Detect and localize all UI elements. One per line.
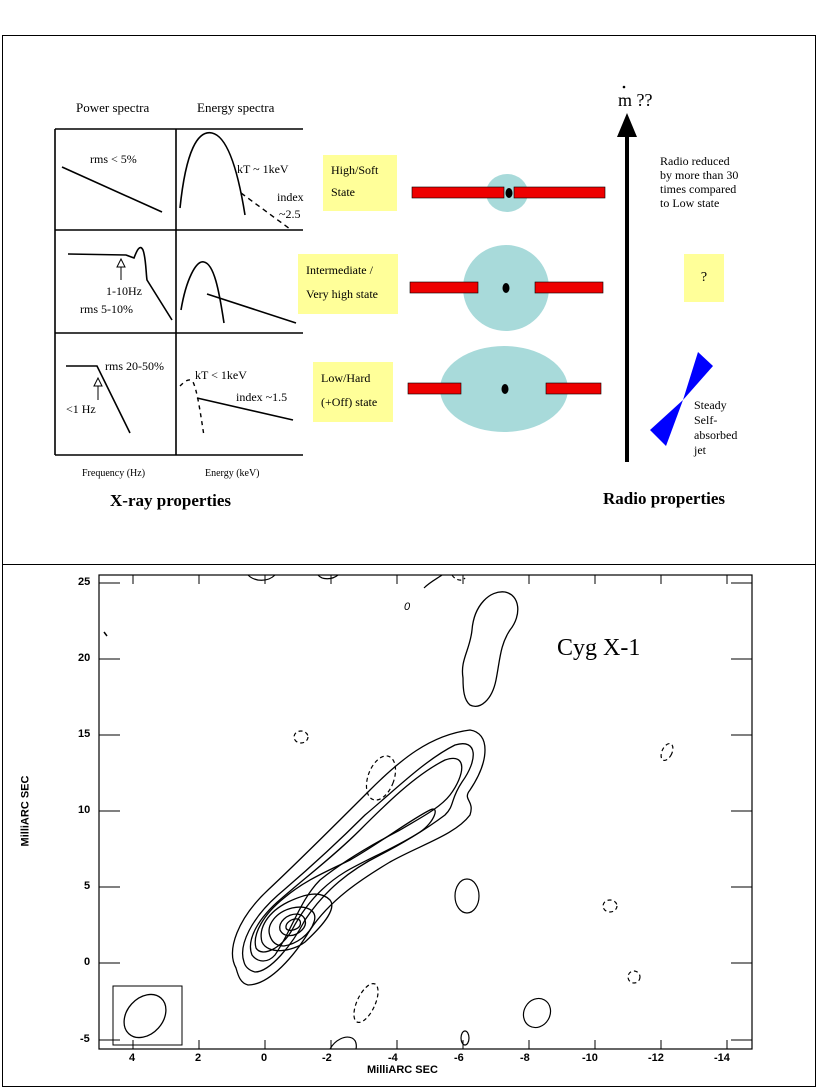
y-tick-25: 25 bbox=[78, 576, 91, 588]
row1-energy-label1: kT ~ 1keV bbox=[237, 162, 289, 176]
x-tick-minus12: -12 bbox=[648, 1052, 664, 1064]
x-tick-minus10: -10 bbox=[582, 1052, 598, 1064]
black-hole-low bbox=[501, 384, 509, 394]
x-tick-0: 0 bbox=[261, 1052, 268, 1064]
row1-energy-label3: ~2.5 bbox=[279, 207, 301, 221]
jet-label-line1: Steady bbox=[694, 398, 727, 412]
state-box-intermediate: Intermediate / Very high state bbox=[298, 254, 398, 314]
row3-energy-dashed bbox=[179, 379, 205, 437]
radio-properties-title: Radio properties bbox=[603, 489, 725, 508]
disk-left-low bbox=[407, 382, 462, 395]
row2-arrow-icon bbox=[116, 257, 126, 268]
radio-reduced-line1: Radio reduced bbox=[660, 154, 730, 168]
upper-jet-blob bbox=[461, 591, 519, 707]
y-axis-label: MilliARC SEC bbox=[19, 775, 32, 847]
state-high-line2: State bbox=[331, 185, 355, 199]
stray-zero-label: 0 bbox=[404, 601, 411, 613]
top-edge-contour-1 bbox=[247, 574, 276, 581]
map-title: Cyg X-1 bbox=[557, 635, 641, 661]
radio-reduced-line4: to Low state bbox=[660, 196, 720, 210]
x-tick-2: 2 bbox=[195, 1052, 202, 1064]
state-intermediate-line2: Very high state bbox=[306, 287, 378, 301]
radio-reduced-text: Radio reduced by more than 30 times comp… bbox=[660, 154, 738, 210]
disk-left-intermediate bbox=[409, 281, 479, 294]
jet-label-text: Steady Self- absorbed jet bbox=[694, 398, 737, 458]
power-spectra-title: Power spectra bbox=[76, 100, 150, 115]
x-tick-minus2: -2 bbox=[322, 1052, 332, 1064]
row3-energy-curve bbox=[196, 397, 294, 421]
solid-blob-2 bbox=[522, 997, 552, 1029]
beam-box bbox=[112, 985, 183, 1046]
row3-power-label1: rms 20-50% bbox=[105, 359, 164, 373]
row1-power-curve bbox=[61, 166, 163, 213]
jet-label-line3: absorbed bbox=[694, 428, 738, 442]
row3-power-curve bbox=[66, 365, 131, 434]
state-high-line1: High/Soft bbox=[331, 163, 379, 177]
row3-energy-label1: kT < 1keV bbox=[195, 368, 247, 382]
top-edge-contour-3 bbox=[423, 574, 443, 589]
state-intermediate-line1: Intermediate / bbox=[306, 263, 373, 277]
y-tick-10: 10 bbox=[78, 804, 91, 816]
disk-right-high bbox=[513, 186, 606, 199]
solid-blob-4 bbox=[329, 1036, 357, 1050]
y-ticks bbox=[99, 582, 752, 1041]
disk-left-high bbox=[411, 186, 505, 199]
row1-energy-curve bbox=[179, 132, 246, 216]
state-box-low-hard: Low/Hard (+Off) state bbox=[313, 362, 393, 422]
x-axis-frequency: Frequency (Hz) bbox=[82, 468, 146, 479]
disk-right-low bbox=[545, 382, 602, 395]
state-low-line1: Low/Hard bbox=[321, 371, 371, 385]
black-hole-high bbox=[505, 188, 513, 198]
x-axis-energy: Energy (keV) bbox=[205, 468, 260, 479]
jet-contours bbox=[231, 729, 486, 986]
row1-energy-tail bbox=[240, 192, 291, 230]
row2-power-curve bbox=[67, 246, 173, 321]
x-tick-minus6: -6 bbox=[454, 1052, 464, 1064]
jet-lower-lobe bbox=[650, 400, 683, 446]
radio-reduced-line3: times compared bbox=[660, 182, 737, 196]
x-tick-minus8: -8 bbox=[520, 1052, 530, 1064]
row1-energy-label2: index bbox=[277, 190, 304, 204]
x-tick-minus4: -4 bbox=[388, 1052, 398, 1064]
x-tick-4: 4 bbox=[129, 1052, 136, 1064]
disk-right-intermediate bbox=[534, 281, 604, 294]
stray-mark bbox=[103, 631, 108, 637]
map-frame bbox=[98, 574, 753, 1050]
y-tick-5: 5 bbox=[84, 880, 91, 892]
black-hole-intermediate bbox=[502, 283, 510, 293]
beam-ellipse bbox=[123, 993, 167, 1039]
xray-grid bbox=[54, 85, 713, 462]
radio-reduced-line2: by more than 30 bbox=[660, 168, 739, 182]
y-tick-minus5: -5 bbox=[80, 1033, 90, 1045]
x-axis-label: MilliARC SEC bbox=[367, 1064, 438, 1076]
bottom-panel-frame bbox=[2, 564, 816, 1087]
solid-blob-3 bbox=[460, 1030, 470, 1046]
xray-properties-title: X-ray properties bbox=[110, 491, 232, 510]
jet-label-line2: Self- bbox=[694, 413, 718, 427]
top-edge-contour-2 bbox=[317, 574, 339, 580]
row2-power-label1: 1-10Hz bbox=[106, 284, 142, 298]
energy-spectra-title: Energy spectra bbox=[197, 100, 275, 115]
jet-upper-lobe bbox=[683, 352, 713, 400]
row3-power-label2: <1 Hz bbox=[66, 402, 96, 416]
solid-blob-1 bbox=[454, 878, 480, 914]
mdot-dot bbox=[622, 85, 626, 89]
row3-arrow-icon bbox=[93, 376, 103, 387]
row3-energy-label2: index ~1.5 bbox=[236, 390, 288, 404]
row2-power-label2: rms 5-10% bbox=[80, 302, 133, 316]
radio-question-box: ? bbox=[684, 254, 724, 302]
x-ticks bbox=[132, 575, 728, 1049]
state-low-line2: (+Off) state bbox=[321, 395, 378, 409]
state-box-high-soft: High/Soft State bbox=[323, 155, 397, 211]
jet-label-line4: jet bbox=[694, 443, 706, 457]
y-tick-15: 15 bbox=[78, 728, 91, 740]
x-tick-minus14: -14 bbox=[714, 1052, 730, 1064]
y-tick-0: 0 bbox=[84, 956, 91, 968]
y-tick-20: 20 bbox=[78, 652, 91, 664]
mdot-arrowhead-icon bbox=[617, 113, 637, 137]
row1-power-label: rms < 5% bbox=[90, 152, 137, 166]
mdot-label: m ?? bbox=[618, 90, 653, 110]
dashed-contours bbox=[293, 574, 674, 1024]
